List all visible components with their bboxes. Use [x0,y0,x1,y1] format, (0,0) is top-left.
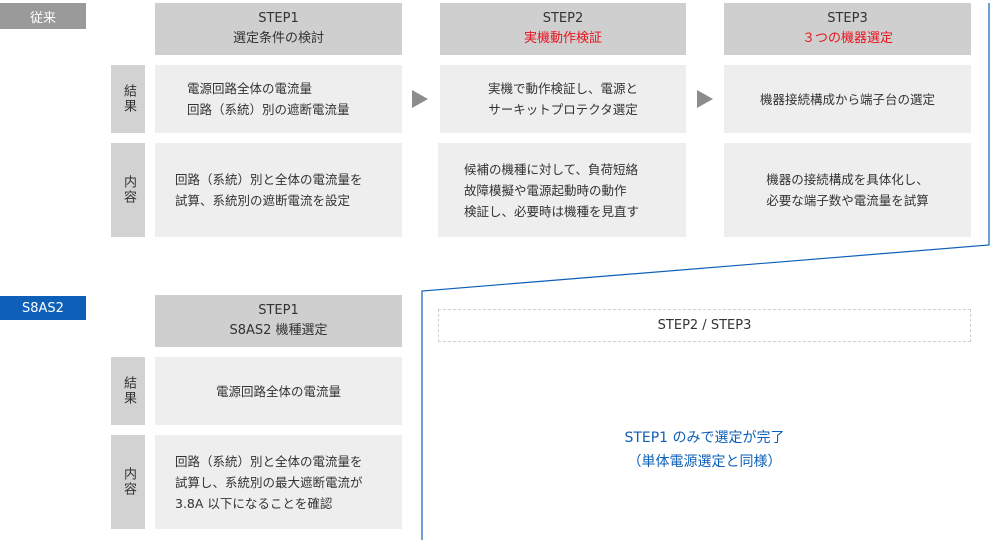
arrow-right-icon [697,90,713,108]
conventional-tag: 従来 [0,3,86,29]
row-label-result: 結果 [111,357,145,425]
step-number: STEP1 [258,303,299,318]
text-line: 機器の接続構成を具体化し、 [766,172,929,187]
row-label-content: 内容 [111,435,145,529]
s8as2-step1-header: STEP1 S8AS2 機種選定 [155,295,402,347]
s8as2-tag: S8AS2 [0,296,86,320]
step2-content: 候補の機種に対して、負荷短絡 故障模擬や電源起動時の動作 検証し、必要時は機種を… [438,143,686,237]
text-line: 回路（系統）別と全体の電流量を [175,453,363,469]
step2-header: STEP2 実機動作検証 [440,3,686,55]
text-line: 3.8A 以下になることを確認 [175,495,333,511]
step-number: STEP1 [258,11,299,26]
step3-header: STEP3 ３つの機器選定 [724,3,971,55]
s8as2-content: 回路（系統）別と全体の電流量を 試算し、系統別の最大遮断電流が 3.8A 以下に… [155,435,402,529]
step-number: STEP2 [542,11,584,26]
step-number: STEP3 [827,11,868,26]
text-line: （単体電源選定と同様） [627,454,782,470]
step-title: S8AS2 機種選定 [229,323,328,338]
text-line: 実機で動作検証し、電源と [487,81,638,96]
step1-result: 電源回路全体の電流量 回路（系統）別の遮断電流量 [155,65,402,133]
text-line: 機器接続構成から端子台の選定 [759,91,935,107]
completion-note: STEP1 のみで選定が完了 （単体電源選定と同様） [438,426,971,474]
step-title: 実機動作検証 [523,31,602,46]
text-line: サーキットプロテクタ選定 [488,102,638,117]
row-label-content: 内容 [111,143,145,237]
step-title: ３つの機器選定 [801,31,893,46]
step3-result: 機器接続構成から端子台の選定 [724,65,971,133]
text-line: 必要な端子数や電流量を試算 [766,193,929,208]
step1-content: 回路（系統）別と全体の電流量を 試算、系統別の遮断電流を設定 [155,143,402,237]
text-line: 検証し、必要時は機種を見直す [464,203,640,219]
step1-header: STEP1 選定条件の検討 [155,3,402,55]
text-line: 故障模擬や電源起動時の動作 [464,182,627,198]
text-line: 回路（系統）別と全体の電流量を [175,172,363,187]
skipped-steps-box: STEP2 / STEP3 [438,309,971,342]
s8as2-result: 電源回路全体の電流量 [155,357,402,425]
text-line: 試算し、系統別の最大遮断電流が [175,474,363,490]
step2-result: 実機で動作検証し、電源と サーキットプロテクタ選定 [440,65,686,133]
text-line: STEP1 のみで選定が完了 [624,430,785,446]
text-line: 回路（系統）別の遮断電流量 [187,102,350,117]
text-line: 候補の機種に対して、負荷短絡 [464,161,639,177]
arrow-right-icon [412,90,428,108]
row-label-result: 結果 [111,65,145,133]
step3-content: 機器の接続構成を具体化し、 必要な端子数や電流量を試算 [724,143,971,237]
step-title: 選定条件の検討 [232,31,324,46]
text-line: 電源回路全体の電流量 [215,383,341,399]
text-line: 試算、系統別の遮断電流を設定 [175,193,351,208]
text-line: 電源回路全体の電流量 [187,81,313,96]
